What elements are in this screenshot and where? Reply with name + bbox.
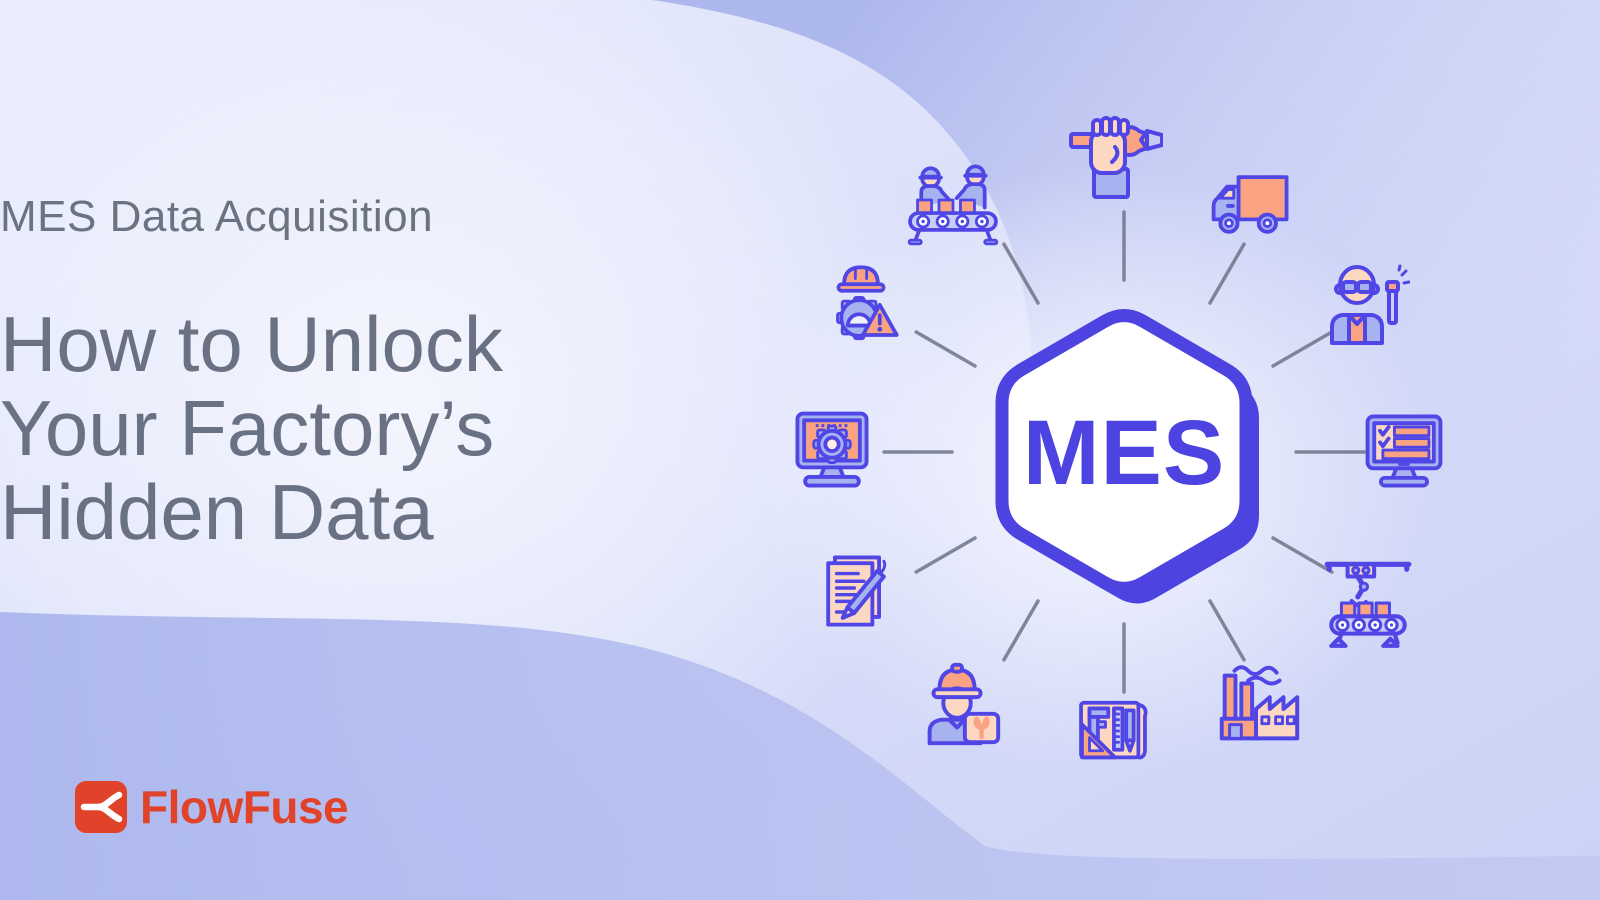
brand-logo: FlowFuse — [75, 780, 349, 834]
spoke-line — [1271, 536, 1334, 574]
headline-line-3: Hidden Data — [0, 468, 434, 556]
mes-hub-label: MES — [1023, 402, 1225, 504]
spoke-line — [1002, 599, 1040, 662]
mes-hexagon: MES — [995, 309, 1259, 604]
hexagon-face — [995, 309, 1253, 595]
spoke-line — [1208, 242, 1246, 305]
spoke-line — [914, 330, 977, 368]
brand-wordmark: FlowFuse — [140, 781, 349, 833]
hub-spokes — [882, 210, 1366, 694]
spoke-line — [1208, 599, 1246, 662]
headline-line-2: Your Factory’s — [0, 384, 495, 472]
drafting-tools-icon — [1079, 700, 1148, 760]
spoke-line — [1271, 330, 1334, 368]
headline: How to Unlock Your Factory’s Hidden Data — [0, 302, 640, 554]
document-signing-icon — [826, 555, 887, 627]
headline-line-1: How to Unlock — [0, 300, 503, 388]
spoke-line — [1002, 242, 1040, 305]
flowfuse-logo-icon — [75, 781, 127, 833]
spoke-line — [914, 536, 977, 574]
kicker: MES Data Acquisition — [0, 192, 434, 241]
bottom-wave — [0, 612, 1600, 900]
